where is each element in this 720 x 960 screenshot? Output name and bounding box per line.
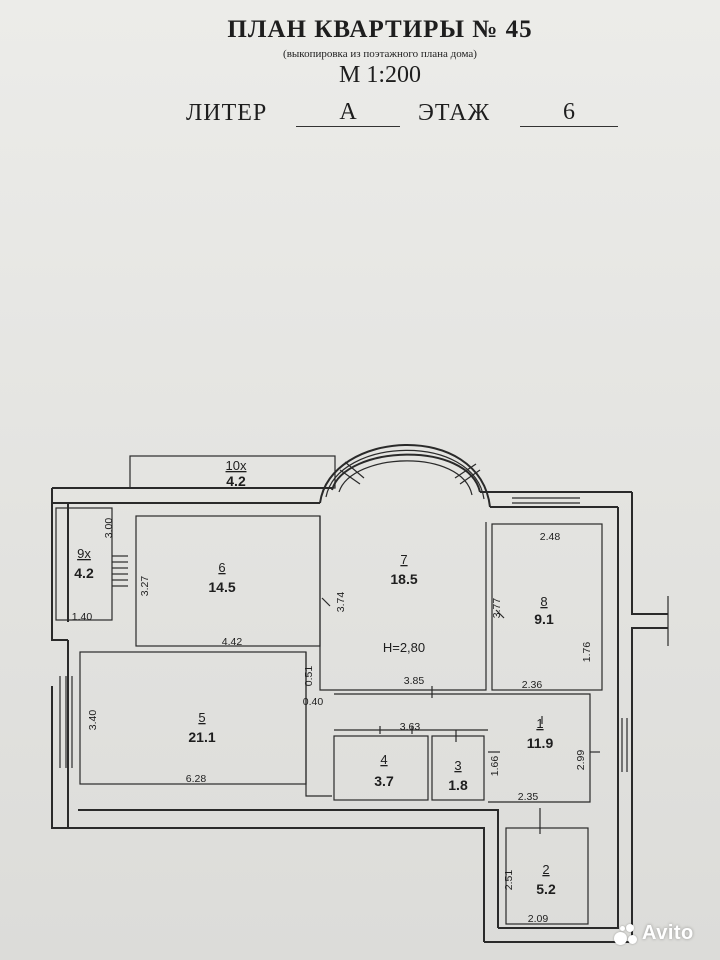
window-right (621, 718, 628, 772)
bay-window (319, 444, 491, 508)
dim-327: 3.27 (139, 576, 151, 597)
room-3-outline (431, 735, 485, 801)
dim-251: 2.51 (503, 870, 515, 891)
room-4-outline (333, 735, 429, 801)
dim-340: 3.40 (87, 710, 99, 731)
plan-title: ПЛАН КВАРТИРЫ № 45 (227, 16, 533, 43)
room-5-outline (79, 651, 307, 785)
plan-subtitle: (выкопировка из поэтажного плана дома) (283, 48, 477, 60)
room-area-10x: 4.2 (226, 473, 246, 489)
room-7-outline (319, 516, 487, 691)
outer-walls (51, 455, 669, 943)
dim-363: 3.63 (400, 721, 421, 733)
dim-209: 2.09 (528, 913, 549, 925)
floor-label: ЭТАЖ (418, 100, 491, 126)
avito-logo-icon (614, 924, 640, 946)
room-labels: 10x 4.2 9x 4.2 6 14.5 7 18.5 H=2,80 8 9.… (74, 458, 556, 897)
room-area-9x: 4.2 (74, 565, 94, 581)
room-label-1: 1 (536, 716, 543, 731)
room-area-8: 9.1 (534, 611, 554, 627)
room-area-7: 18.5 (390, 571, 417, 587)
dim-374: 3.74 (335, 592, 347, 613)
room-label-9x: 9x (77, 546, 91, 561)
dim-300: 3.00 (103, 518, 115, 539)
room-area-4: 3.7 (374, 773, 394, 789)
room-label-3: 3 (454, 758, 461, 773)
room-area-5: 21.1 (188, 729, 215, 745)
dim-442: 4.42 (222, 636, 243, 648)
room-area-6: 14.5 (208, 579, 235, 595)
dim-236: 2.36 (522, 679, 543, 691)
liter-value: А (296, 99, 400, 127)
plan-scale: М 1:200 (338, 62, 421, 88)
room-area-2: 5.2 (536, 881, 556, 897)
room-label-6: 6 (218, 560, 225, 575)
dim-628: 6.28 (186, 773, 207, 785)
dim-299: 2.99 (575, 750, 587, 771)
dim-385: 3.85 (404, 675, 425, 687)
room-2-outline (505, 827, 589, 925)
floor-value: 6 (520, 99, 618, 127)
dim-176: 1.76 (581, 642, 593, 663)
ceiling-height: H=2,80 (383, 640, 425, 655)
avito-watermark-text: Avito (642, 922, 694, 944)
room-1-outline (334, 693, 591, 803)
room-8-outline (491, 523, 603, 691)
dim-377: 3.77 (491, 598, 503, 619)
dim-235: 2.35 (518, 791, 539, 803)
room-9x-outline (55, 507, 113, 621)
dim-040: 0.40 (303, 696, 324, 708)
room-label-2: 2 (542, 862, 549, 877)
dimension-labels: 3.00 1.40 3.27 4.42 3.74 3.77 2.48 1.76 … (72, 518, 593, 925)
dim-166: 1.66 (489, 756, 501, 777)
room-label-7: 7 (400, 552, 407, 567)
room-outlines (55, 507, 603, 925)
room-label-4: 4 (380, 752, 387, 767)
room-area-1: 11.9 (527, 735, 554, 751)
dim-140: 1.40 (72, 611, 93, 623)
window-left (59, 676, 73, 768)
dim-051: 0.51 (303, 666, 315, 687)
room-area-3: 1.8 (448, 777, 468, 793)
room-label-5: 5 (198, 710, 205, 725)
room-label-10x: 10x (226, 458, 247, 473)
dim-248: 2.48 (540, 531, 561, 543)
window-top-right (512, 497, 580, 504)
avito-watermark: Avito (612, 920, 712, 948)
liter-label: ЛИТЕР (186, 100, 268, 126)
room-label-8: 8 (540, 594, 547, 609)
